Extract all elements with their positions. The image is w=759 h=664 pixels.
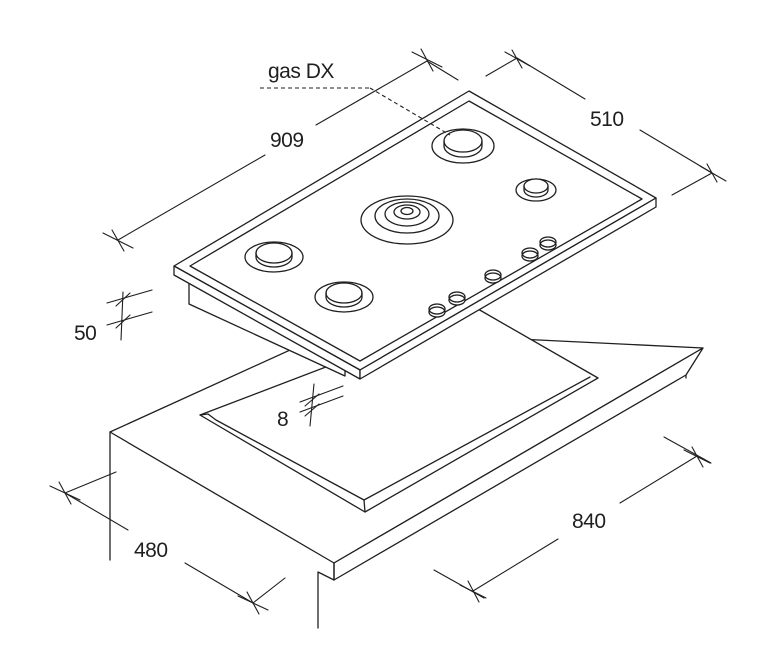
burner-front [314,281,374,313]
hob-right-thickness [359,197,657,380]
dim-top-thickness: 8 [277,383,344,431]
knob-4 [521,247,539,262]
cutout-inner-wall [207,376,591,501]
gas-dx-callout: gas DX [260,60,451,136]
hob-height-label: 50 [74,322,96,345]
gas-dx-label: gas DX [268,60,334,83]
top-thickness-label: 8 [277,408,288,431]
knob-3 [484,269,502,284]
burner-back-center [431,128,495,164]
hob-inner-frame [189,100,643,362]
dim-cutout-depth: 480 [49,471,286,615]
knob-1 [428,303,446,318]
hob-width-label: 909 [270,129,304,152]
burner-left [244,241,304,273]
dim-hob-height: 50 [74,289,153,345]
dim-hob-depth: 510 [485,49,727,196]
dim-hob-width: 909 [102,48,459,252]
dim-cutout-width: 840 [433,436,712,603]
control-knobs [428,236,557,318]
burner-wok-center [360,195,454,245]
hob-depth-label: 510 [590,108,624,131]
burner-right-small [515,178,557,202]
knob-2 [448,291,466,306]
cabinet-side-wall [317,571,335,629]
cutout-width-label: 840 [572,510,606,533]
hob [173,90,657,380]
cutout-depth-label: 480 [134,539,168,562]
knob-5 [539,236,557,251]
